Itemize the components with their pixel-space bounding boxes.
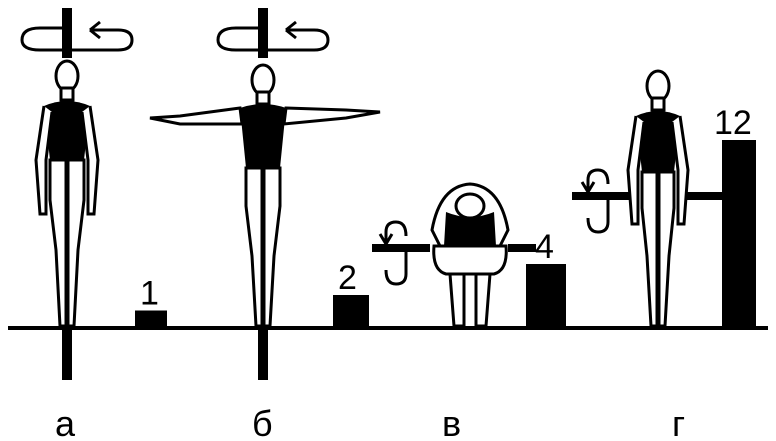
case-label-v: в <box>442 403 461 441</box>
neck <box>255 90 271 106</box>
person-standing-arms-down <box>626 69 690 328</box>
right-arm <box>80 105 100 216</box>
inertia-bar-1 <box>135 310 167 326</box>
person-standing-arms-down <box>34 59 100 328</box>
vertical-axis-bottom <box>258 330 268 380</box>
case-g: г <box>572 69 722 441</box>
inertia-bar-2 <box>333 295 369 326</box>
left-arm <box>34 105 54 216</box>
case-label-a: а <box>55 403 76 441</box>
right-leg <box>66 158 86 328</box>
inertia-bar-label-1: 1 <box>140 275 159 313</box>
case-v: в <box>372 182 536 441</box>
rotation-arrow-horizontal-left-icon <box>216 20 330 52</box>
horizontal-axis-right <box>508 244 536 252</box>
case-b: б <box>149 8 381 441</box>
torso <box>444 212 496 246</box>
left-leg <box>640 170 659 328</box>
left-leg <box>244 166 264 328</box>
right-arm <box>670 115 690 226</box>
horizontal-axis-left <box>572 192 630 200</box>
horizontal-axis-left <box>372 244 430 252</box>
left-arm <box>626 115 646 226</box>
rotation-arrow-horizontal-left-icon <box>20 20 134 52</box>
left-leg <box>48 158 68 328</box>
vertical-axis-bottom <box>62 330 72 380</box>
inertia-bar-12 <box>722 140 756 326</box>
case-label-b: б <box>252 403 273 441</box>
right-arm <box>282 106 381 126</box>
ground-line <box>8 326 768 330</box>
rotation-arrow-vertical-down-icon <box>580 168 610 234</box>
head <box>454 192 486 220</box>
inertia-bar-label-12: 12 <box>714 104 752 142</box>
right-shin <box>474 272 492 328</box>
horizontal-axis-right <box>686 192 722 200</box>
right-leg <box>262 166 282 328</box>
case-label-g: г <box>672 403 685 441</box>
neck <box>59 86 75 102</box>
vertical-axis-top <box>62 8 72 58</box>
neck <box>650 96 666 112</box>
inertia-bar-4 <box>526 264 566 326</box>
inertia-bar-label-4: 4 <box>535 228 554 266</box>
person-arms-outstretched <box>149 63 381 328</box>
right-leg <box>657 170 676 328</box>
torso <box>240 104 286 168</box>
torso <box>44 101 90 160</box>
person-crouching-tucked <box>430 182 510 328</box>
inertia-bar-label-2: 2 <box>338 259 357 297</box>
knees <box>432 244 508 276</box>
torso <box>636 111 680 172</box>
rotation-arrow-vertical-down-icon <box>378 220 408 286</box>
vertical-axis-top <box>258 8 268 58</box>
case-a: а <box>20 8 134 441</box>
left-arm <box>149 106 244 126</box>
left-shin <box>448 272 466 328</box>
